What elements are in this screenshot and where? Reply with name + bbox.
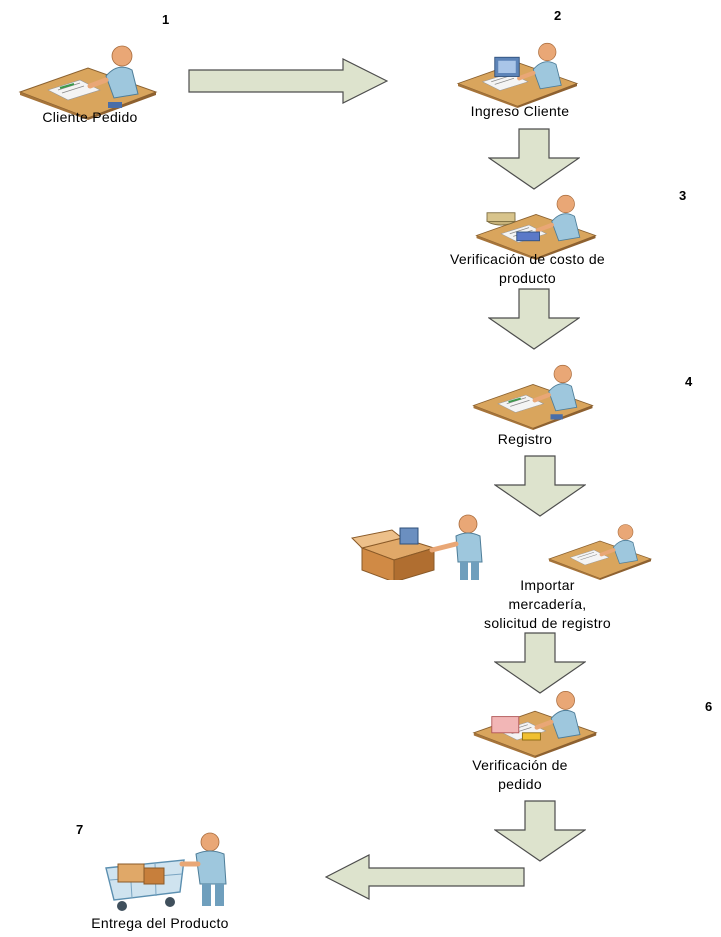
- desk-worker-icon: [18, 40, 158, 120]
- shopping-cart-worker-icon: [105, 832, 227, 911]
- arrow-down-2: [488, 288, 580, 350]
- step-label-3: Verificación de costo de producto: [449, 251, 606, 286]
- step-label-5: Importar mercadería, solicitud de regist…: [484, 577, 611, 631]
- step-label-1: Cliente Pedido: [42, 109, 138, 125]
- step-number-2: 2: [554, 8, 562, 23]
- box-delivery-worker-icon: [350, 514, 483, 580]
- arrow-left: [325, 854, 525, 900]
- arrow-down-4: [494, 632, 586, 694]
- step-number-4: 4: [685, 374, 693, 389]
- step-label-7: Entrega del Producto: [91, 915, 229, 931]
- desk-worker-icon: [463, 360, 603, 430]
- computer-desk-worker-icon: [455, 38, 580, 108]
- step-number-3: 3: [679, 188, 687, 203]
- order-check-worker-icon: [465, 686, 605, 758]
- step-number-7: 7: [76, 822, 84, 837]
- arrow-down-1: [488, 128, 580, 190]
- arrow-right: [188, 58, 388, 104]
- arrow-down-5: [494, 800, 586, 862]
- cash-register-worker-icon: [466, 190, 606, 260]
- desk-worker-icon: [540, 520, 660, 580]
- step-label-6: Verificación de pedido: [472, 757, 568, 792]
- step-label-2: Ingreso Cliente: [470, 103, 570, 119]
- step-number-1: 1: [162, 12, 170, 27]
- arrow-down-3: [494, 455, 586, 517]
- step-number-6: 6: [705, 699, 713, 714]
- step-label-4: Registro: [497, 431, 553, 447]
